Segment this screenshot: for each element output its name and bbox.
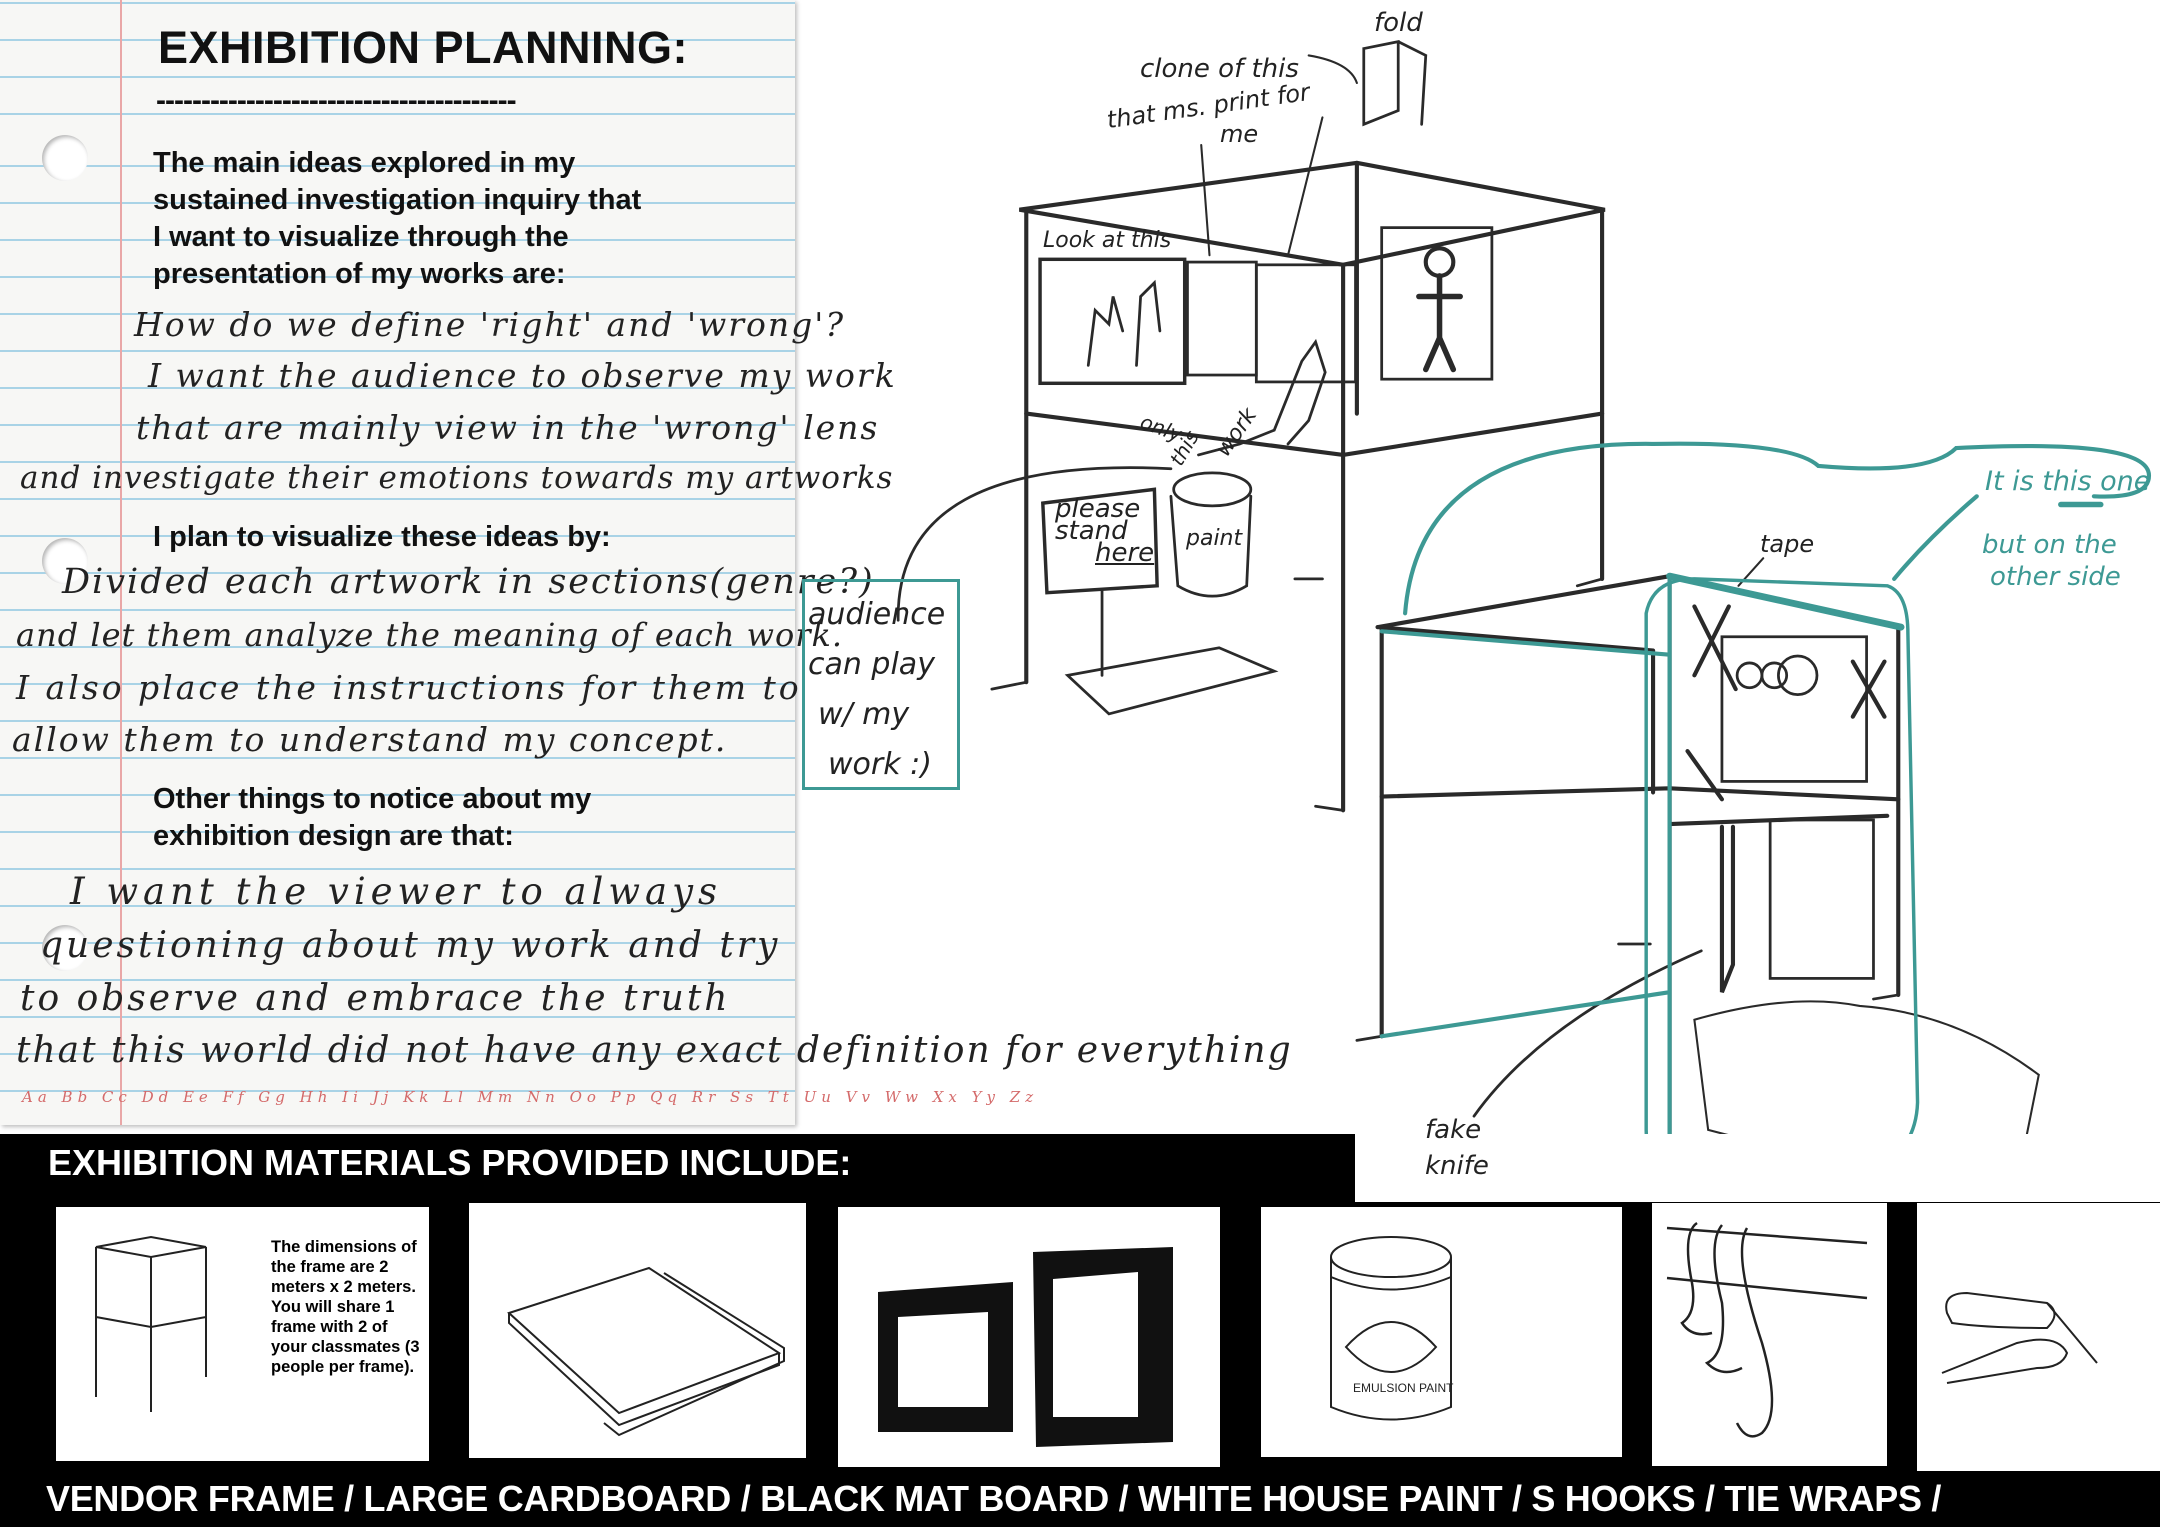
item-black-mat-board (838, 1207, 1220, 1467)
tie-wraps-icon (1941, 1291, 2098, 1384)
answer-line: How do we define 'right' and 'wrong'? (134, 305, 846, 344)
notebook-paper: EXHIBITION PLANNING: -------------------… (0, 0, 1033, 1125)
answer-line: to observe and embrace the truth (20, 978, 731, 1019)
label-tie-wraps: TIE WRAPS / (1724, 1478, 1942, 1519)
note-fold: fold (1374, 8, 1423, 38)
answer-line: I want the audience to observe my work (148, 356, 897, 395)
answer-line: and let them analyze the meaning of each… (16, 616, 844, 654)
answer-line: and investigate their emotions towards m… (20, 460, 894, 496)
punch-hole (42, 925, 88, 971)
item-tie-wraps (1917, 1203, 2160, 1471)
item-s-hooks (1652, 1203, 1887, 1466)
answer-line: questioning about my work and try (40, 925, 781, 966)
paint-can-label: EMULSION PAINT (1353, 1381, 1454, 1395)
vendor-frame-icon (95, 1235, 207, 1412)
materials-labels: VENDOR FRAME / LARGE CARDBOARD / BLACK M… (46, 1478, 1941, 1520)
punch-hole (42, 135, 88, 181)
mat-board-icon (878, 1247, 1173, 1447)
band-notch (1355, 1134, 2160, 1202)
note-look-at-this: Look at this (1043, 228, 1172, 253)
frame-sketch-1 (896, 39, 1606, 813)
item-vendor-frame: The dimensions of the frame are 2 meters… (56, 1207, 429, 1461)
item-white-house-paint: EMULSION PAINT (1261, 1207, 1622, 1457)
note-this-one: It is this one (1985, 466, 2151, 497)
answer-line: I also place the instructions for them t… (16, 668, 802, 707)
answer-line: that this world did not have any exact d… (16, 1030, 1293, 1071)
note-tape: tape (1760, 530, 1815, 558)
note-paint: paint (1186, 526, 1243, 551)
note-clone: clone of this (1140, 54, 1299, 84)
question-2: I plan to visualize these ideas by: (153, 521, 611, 553)
answer-line: allow them to understand my concept. (12, 720, 728, 759)
label-white-house-paint: WHITE HOUSE PAINT / (1138, 1478, 1522, 1519)
frame-sketch-2 (1355, 557, 2040, 1156)
title-divider: ---------------------------------------- (156, 84, 517, 117)
materials-title: EXHIBITION MATERIALS PROVIDED INCLUDE: (48, 1142, 852, 1183)
cardboard-icon (507, 1266, 785, 1437)
paint-bucket-icon: EMULSION PAINT (1330, 1236, 1454, 1421)
note-other-side: other side (1990, 562, 2121, 592)
alphabet-strip: Aa Bb Cc Dd Ee Ff Gg Hh Ii Jj Kk Ll Mm N… (22, 1088, 1039, 1106)
note-me: me (1220, 120, 1259, 148)
label-large-cardboard: LARGE CARDBOARD / (363, 1478, 751, 1519)
margin-line (120, 0, 122, 1125)
label-vendor-frame: VENDOR FRAME / (46, 1478, 354, 1519)
frame-dimensions-note: The dimensions of the frame are 2 meters… (271, 1238, 420, 1376)
answer-line: Divided each artwork in sections(genre?) (62, 562, 875, 602)
note-but-on-the: but on the (1982, 530, 2117, 560)
audience-note-box (802, 579, 960, 790)
label-s-hooks: S HOOKS / (1531, 1478, 1715, 1519)
page-title: EXHIBITION PLANNING: (158, 22, 689, 73)
punch-hole (42, 538, 88, 584)
label-black-mat-board: BLACK MAT BOARD / (760, 1478, 1129, 1519)
item-large-cardboard (469, 1203, 806, 1458)
s-hooks-icon (1666, 1221, 1868, 1438)
answer-line: I want the viewer to always (70, 870, 722, 913)
answer-line: that are mainly view in the 'wrong' lens (136, 408, 880, 447)
